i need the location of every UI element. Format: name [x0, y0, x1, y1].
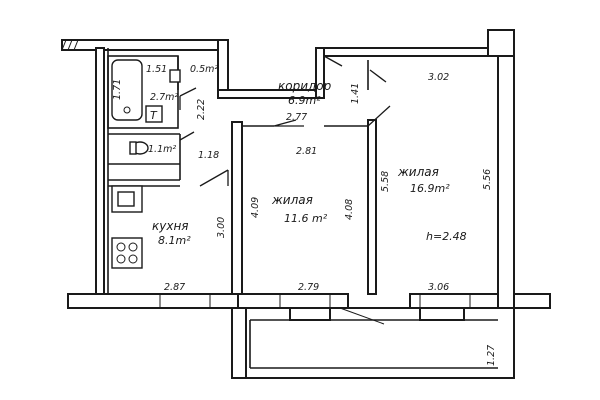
stove [111, 237, 143, 269]
dim-bath-side: 2.22 [196, 99, 207, 120]
wc-area: 1.1m² [148, 144, 176, 155]
wall-bottom-far [513, 293, 551, 309]
dim-balcony-depth: 1.27 [486, 345, 497, 366]
dim-corridor-width: 2.77 [286, 112, 307, 123]
dim-middle-room-depth-right: 4.08 [344, 199, 355, 220]
wall-middle-right [367, 119, 377, 295]
dim-right-room-right: 5.56 [482, 169, 493, 190]
washbasin [145, 105, 163, 123]
bath-area: 2.7m² [150, 92, 178, 103]
dim-right-room-bottom: 3.06 [428, 282, 449, 293]
balcony-inner [250, 320, 498, 368]
balcony-post-left [231, 307, 247, 379]
door-entrance [323, 55, 343, 67]
wall-bottom-right [409, 293, 499, 309]
living-right-name: жилая [397, 165, 439, 179]
door-right-room [367, 69, 391, 127]
dim-corridor-side: 1.41 [350, 83, 361, 104]
wall-top-right [321, 47, 499, 57]
wall-top-left [61, 39, 221, 51]
wall-top-right-stub [487, 29, 515, 57]
wall-left [95, 47, 105, 295]
dim-bath-width: 1.51 [146, 64, 167, 75]
living-middle-area: 11.6 m² [284, 212, 328, 225]
dim-middle-room-width: 2.81 [296, 146, 317, 157]
living-right-area: 16.9m² [410, 182, 450, 195]
wall-corridor-connector [315, 47, 325, 99]
small-area: 0.5m² [190, 64, 218, 75]
kitchen-name: кухня [152, 219, 189, 233]
corridor-name: коридор [278, 79, 332, 93]
bathroom-outline [107, 55, 179, 129]
door-wc [179, 131, 195, 141]
dim-wc-side: 1.18 [198, 150, 219, 161]
living-middle-name: жилая [271, 193, 313, 207]
corridor-area: 6.9m² [288, 94, 321, 107]
wall-bottom-left [67, 293, 239, 309]
door-middle-room [273, 119, 304, 127]
dim-middle-room-bottom: 2.79 [298, 282, 319, 293]
dim-right-room-left: 5.58 [380, 171, 391, 192]
door-bathroom [179, 87, 197, 110]
wall-bottom-mid [237, 293, 349, 309]
dim-kitchen-depth: 3.00 [216, 217, 227, 238]
door-kitchen [199, 169, 229, 187]
dim-right-room-top: 3.02 [428, 72, 449, 83]
svg-text:T: T [150, 109, 158, 122]
dim-kitchen-width: 2.87 [164, 282, 185, 293]
dim-middle-room-depth: 4.09 [250, 197, 261, 218]
kitchen-area: 8.1m² [158, 234, 191, 247]
bathtub [111, 59, 143, 121]
wall-kitchen-middle [231, 121, 243, 295]
ceiling-height: h=2.48 [426, 230, 467, 243]
dim-bath-length: 1.71 [112, 79, 123, 100]
